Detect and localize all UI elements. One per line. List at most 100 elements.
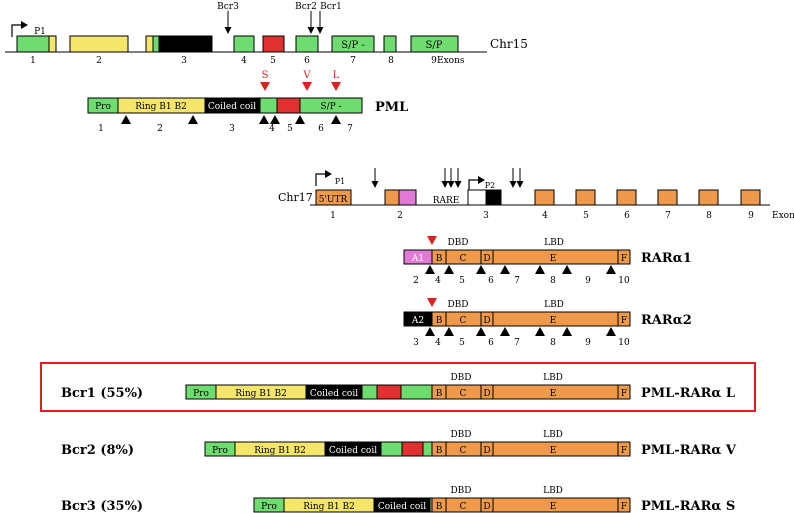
fusion-v-name: PML-RARα V xyxy=(641,443,737,458)
fusion-l-linker-1 xyxy=(376,384,402,400)
pml-exon-number: 1 xyxy=(98,124,104,134)
chr17-promoter2-line xyxy=(468,179,479,192)
bcr2-arrow-head xyxy=(307,27,315,34)
rara2-exon-number: 10 xyxy=(618,338,630,348)
chr15-exon7-text: S/P - xyxy=(341,40,365,51)
chr15-exon3-black xyxy=(158,35,213,53)
chr15-exon-number: 8 xyxy=(388,56,394,66)
fusion-v-f-label: F xyxy=(621,446,627,456)
chr17-rare-label: RARE xyxy=(433,196,460,206)
fusion-v-pro-label: Pro xyxy=(212,446,228,456)
pml-exon-number: 5 xyxy=(287,124,293,134)
chr15-exon9-text: S/P xyxy=(426,40,443,51)
fusion-v-domain-f xyxy=(617,441,631,457)
fusion-s-dbd: DBD xyxy=(450,486,471,496)
pml-exon-boundary xyxy=(331,115,341,124)
rara1-domain-b-label: B xyxy=(436,254,443,264)
fusion-v-linker-1 xyxy=(401,441,424,457)
fusion-l-dbd: DBD xyxy=(450,373,471,383)
fusion-s-f-label: F xyxy=(621,502,627,512)
rara2-exon-boundary xyxy=(535,327,545,336)
fusion-v-b-label: B xyxy=(436,446,443,456)
rara2-exon-number: 3 xyxy=(413,338,419,348)
rara2-exon-boundary xyxy=(562,327,572,336)
fusion-l-domain-f xyxy=(617,384,631,400)
pml-isoform-L: L xyxy=(333,70,340,81)
chr17-promoter1-line xyxy=(315,173,326,186)
chr17-utr-label: 5'UTR xyxy=(319,195,348,205)
fusion-v-linker-0 xyxy=(380,441,403,457)
fusion-s-coiled-label: Coiled coil xyxy=(378,502,426,512)
chr17-exon xyxy=(740,189,761,206)
chr15-exon-number: 9 xyxy=(431,56,437,66)
pml-exon-number: 4 xyxy=(269,124,275,134)
fusion-v-linker-2 xyxy=(422,441,433,457)
pml-isoform-S: S xyxy=(262,70,269,81)
chr17-exon-number: 7 xyxy=(665,211,671,221)
chr17-exon xyxy=(657,189,678,206)
chr15-exon-number: 7 xyxy=(350,56,356,66)
fusion-v-lbd: LBD xyxy=(543,430,563,440)
fusion-s-domain-f xyxy=(617,497,631,513)
rara2-domain-d-label: D xyxy=(483,316,490,326)
pml-isoform-marker xyxy=(331,82,341,91)
pml-sp xyxy=(299,97,363,114)
chr17-label: Chr17 xyxy=(278,191,313,204)
rara1-exon-number: 9 xyxy=(585,276,591,286)
rara2-domain-f-label: F xyxy=(621,316,627,326)
chr17-exon xyxy=(534,189,555,206)
chr17-exon2-pink xyxy=(398,189,417,206)
rara2-red-marker xyxy=(427,298,437,307)
rara1-exon-number: 6 xyxy=(488,276,494,286)
fusion-l-coiled-label: Coiled coil xyxy=(310,389,358,399)
pml-exon-number: 2 xyxy=(157,124,163,134)
chr17-exon-number: 3 xyxy=(483,211,489,221)
rara2-domain-b-label: B xyxy=(436,316,443,326)
pml-coiled-label: Coiled coil xyxy=(208,102,256,112)
rara2-exon-boundary xyxy=(444,327,454,336)
pml-exon-boundary xyxy=(188,115,198,124)
fusion-l-d-label: D xyxy=(483,389,490,399)
fusion-l-linker-0 xyxy=(361,384,378,400)
rara2-exon-number: 6 xyxy=(488,338,494,348)
rara1-exon-boundary xyxy=(444,265,454,274)
pml-isoform-marker xyxy=(302,82,312,91)
fusion-s-lbd: LBD xyxy=(543,486,563,496)
fusion-v-ring-label: Ring B1 B2 xyxy=(254,446,306,456)
pml-exon-boundary xyxy=(270,115,280,124)
chr15-exon-number: 3 xyxy=(181,56,187,66)
chr17-exon1 xyxy=(315,189,352,206)
bcr1-arrow-head xyxy=(316,27,324,34)
fusion-l-c-label: C xyxy=(460,389,467,399)
bcr3-arrow-head xyxy=(224,27,232,34)
rara2-exon-number: 8 xyxy=(550,338,556,348)
chr17-exon3-black xyxy=(485,189,502,206)
rara1-dbd: DBD xyxy=(447,238,468,248)
rara1-exon-number: 4 xyxy=(435,276,441,286)
fusion-v-dbd: DBD xyxy=(450,430,471,440)
fusion-l-ring-label: Ring B1 B2 xyxy=(235,389,287,399)
fusion-s-bcr: Bcr3 (35%) xyxy=(61,499,143,513)
rara1-domain-c-label: C xyxy=(460,254,467,264)
fusion-l-e-label: E xyxy=(550,389,557,399)
chr17-exon-number: 9 xyxy=(748,211,754,221)
chr17-promoter1-head xyxy=(325,170,332,178)
chr17-exon-number: 1 xyxy=(330,211,336,221)
fusion-v-coiled-label: Coiled coil xyxy=(329,446,377,456)
chr17-exon xyxy=(575,189,596,206)
chr17-exon xyxy=(616,189,637,206)
chr15-promoter-line xyxy=(11,24,22,37)
pml-exon-boundary xyxy=(295,115,305,124)
rara2-exon-number: 7 xyxy=(514,338,520,348)
chr17-arrow-e-head xyxy=(509,181,517,188)
rara2-exon-number: 4 xyxy=(435,338,441,348)
rara1-domain-e-label: E xyxy=(550,254,557,264)
chr17-arrow-d-head xyxy=(454,181,462,188)
rara2-label: RARα2 xyxy=(641,313,692,328)
pml-pro-label: Pro xyxy=(95,102,111,112)
chr15-label: Chr15 xyxy=(490,37,528,51)
chr15-exon-number: 5 xyxy=(270,56,276,66)
fusion-l-pro-label: Pro xyxy=(193,389,209,399)
rara1-domain-a-label: A1 xyxy=(411,254,424,264)
pml-exon-number: 6 xyxy=(318,124,324,134)
